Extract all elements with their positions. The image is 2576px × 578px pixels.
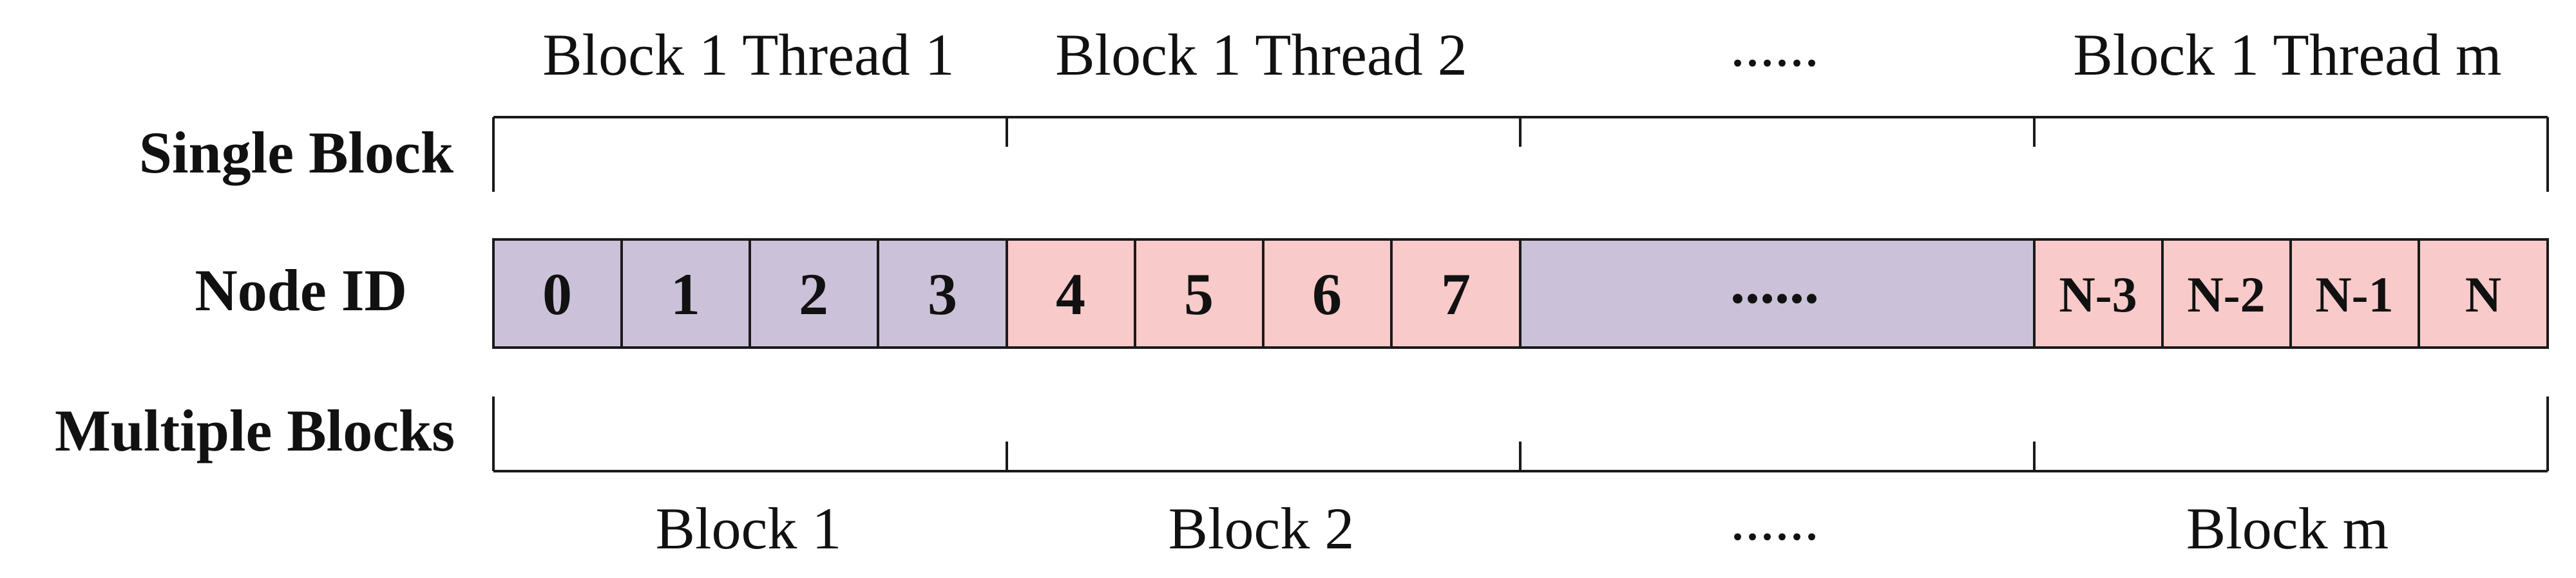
node-cell [1262, 238, 1393, 349]
row-label-multiple-blocks: Multiple Blocks [55, 398, 455, 463]
multiple-blocks-bracket [492, 396, 2549, 472]
node-id-value: N-2 [2187, 266, 2265, 322]
node-cell [2033, 238, 2164, 349]
node-id-value: N [2465, 266, 2501, 322]
node-id-ellipsis: ...... [1730, 250, 1819, 315]
block-label: Block 1 [656, 496, 842, 561]
node-id-row: 0 1 2 3 4 5 6 7 ...... N-3 N-2 N-1 N [492, 238, 2549, 349]
node-cell [2161, 238, 2292, 349]
node-cell-ellipsis [1519, 238, 2036, 349]
thread-label: Block 1 Thread m [2073, 22, 2501, 88]
block-label: Block m [2186, 496, 2389, 561]
node-id-value: 3 [928, 261, 957, 327]
node-cell [877, 238, 1008, 349]
row-label-single-block: Single Block [139, 120, 454, 185]
node-id-value: 2 [799, 261, 828, 327]
thread-label: Block 1 Thread 1 [542, 22, 955, 88]
thread-label-ellipsis: ...... [1730, 13, 1819, 79]
node-id-value: N-3 [2059, 266, 2137, 322]
node-cell [2289, 238, 2420, 349]
node-cell [1134, 238, 1264, 349]
node-id-value: 7 [1441, 261, 1471, 327]
node-cell [2418, 238, 2549, 349]
node-cell [1006, 238, 1136, 349]
block-label-ellipsis: ...... [1730, 487, 1819, 552]
node-cell [1390, 238, 1522, 349]
node-id-value: 6 [1312, 261, 1342, 327]
single-block-bracket [492, 116, 2549, 192]
row-label-node-id: Node ID [195, 257, 407, 323]
node-cell [492, 238, 623, 349]
thread-label: Block 1 Thread 2 [1055, 22, 1467, 88]
node-id-value: N-1 [2315, 266, 2393, 322]
block-label: Block 2 [1169, 496, 1355, 561]
node-id-value: 5 [1184, 261, 1214, 327]
node-id-value: 4 [1056, 261, 1085, 327]
node-id-value: 1 [671, 261, 700, 327]
node-id-value: 0 [542, 261, 572, 327]
